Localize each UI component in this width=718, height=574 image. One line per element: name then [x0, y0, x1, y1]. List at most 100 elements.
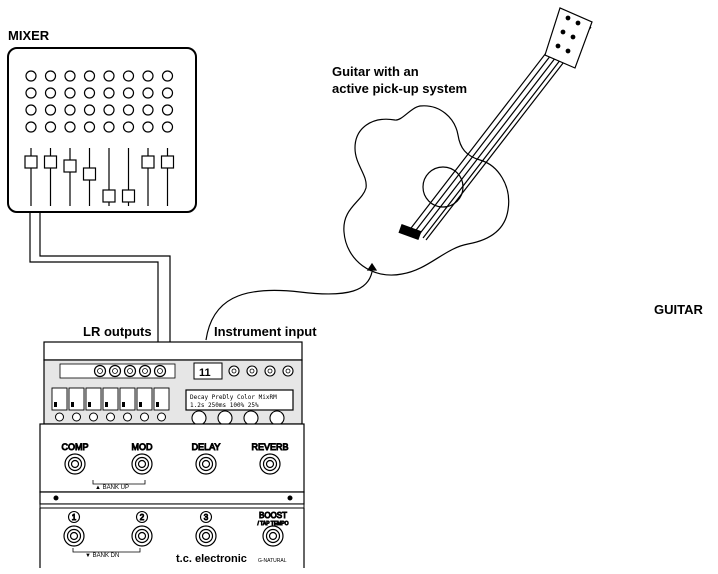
- edit-button: [243, 410, 259, 426]
- effect-knob: [106, 412, 115, 422]
- fader-cap: [160, 155, 175, 169]
- tc-electronic-pedal: 11 Decay PreDly Color MixRM 1.2s 250ms 1…: [39, 341, 305, 568]
- preset-number-ring: [135, 510, 149, 524]
- segment-display: 11: [199, 367, 211, 379]
- preset-number-ring: [67, 510, 81, 524]
- guitar-label-line-2: active pick-up system: [332, 81, 468, 96]
- mixer-knob: [161, 87, 174, 99]
- mixer-knob: [122, 121, 135, 133]
- instrument-cable: [205, 271, 373, 341]
- effect-led: [88, 402, 91, 407]
- mixer-fader-bank: [24, 148, 175, 206]
- lcd-line-1: Decay PreDly Color MixRM: [190, 394, 277, 401]
- lower-footswitch-center: [201, 531, 211, 541]
- mixer-knob: [103, 104, 115, 116]
- mixer-knob: [64, 70, 76, 82]
- mixer-knob: [44, 87, 57, 99]
- mixer-knob: [142, 121, 154, 133]
- effect-led: [105, 402, 108, 407]
- upper-switch-label: MOD: [132, 442, 153, 452]
- effect-knob: [157, 412, 166, 422]
- fader-cap: [121, 189, 136, 203]
- mixer-knob: [103, 87, 115, 99]
- fader-cap: [102, 189, 116, 203]
- lr-cables: [29, 212, 171, 342]
- mixer-knob: [161, 104, 174, 116]
- lcd-line-2: 1.2s 250ms 100% 25%: [190, 402, 259, 409]
- upper-footswitch-center: [265, 459, 275, 469]
- algorithm-knob-center: [157, 368, 163, 374]
- lcd-display: [185, 389, 294, 411]
- preset-number-ring: [199, 510, 213, 524]
- mixer-knob: [64, 87, 76, 99]
- preset-number: 2: [140, 513, 145, 522]
- lower-footswitch-center: [69, 531, 79, 541]
- mixer-knob: [25, 70, 37, 82]
- upper-switch-label: REVERB: [251, 442, 288, 452]
- fader-cap: [43, 155, 58, 169]
- bank-down-label: ▼ BANK DN: [85, 553, 119, 559]
- upper-switch-label: DELAY: [192, 442, 221, 452]
- algorithm-knob-center: [112, 368, 118, 374]
- algorithm-knob-center: [142, 368, 148, 374]
- utility-knob-center: [249, 368, 255, 374]
- mixer-knob: [25, 104, 37, 116]
- utility-knob-center: [285, 368, 291, 374]
- upper-footswitch-center: [70, 459, 80, 469]
- effect-led: [156, 402, 159, 407]
- preset-number: 1: [72, 513, 77, 522]
- effect-led: [139, 402, 142, 407]
- mixer-knob: [83, 70, 96, 82]
- effect-knob: [140, 412, 149, 422]
- mixer-knob: [122, 104, 135, 116]
- algorithm-knob-center: [127, 368, 133, 374]
- upper-footswitch-center: [201, 459, 211, 469]
- effect-knob: [72, 412, 81, 422]
- mixer-knob: [44, 70, 57, 82]
- algorithm-knob-center: [97, 368, 103, 374]
- edit-button: [269, 410, 285, 426]
- guitar-label-line-1: Guitar with an: [332, 64, 419, 79]
- acoustic-guitar: [343, 7, 593, 276]
- edit-button: [217, 410, 233, 426]
- bank-up-label: ▲ BANK UP: [95, 485, 129, 491]
- mixer-knob: [44, 104, 57, 116]
- fader-cap: [63, 159, 77, 173]
- lower-footswitch-center: [137, 531, 147, 541]
- effect-knob: [89, 412, 98, 422]
- effect-led: [122, 402, 125, 407]
- mixer-knob: [64, 121, 76, 133]
- algorithm-knobs: [93, 364, 167, 378]
- mixer-knob: [142, 104, 154, 116]
- lr-outputs-label: LR outputs: [83, 324, 152, 339]
- brand-logo: t.c. electronic: [176, 553, 247, 565]
- mixer-knob: [103, 121, 115, 133]
- fader-cap: [82, 167, 97, 181]
- mixer-knob: [25, 87, 37, 99]
- utility-knob-center: [267, 368, 273, 374]
- preset-number: 3: [204, 513, 209, 522]
- instrument-input-label: Instrument input: [214, 324, 317, 339]
- edit-buttons: [191, 410, 285, 426]
- mixer-knob: [83, 121, 96, 133]
- mixer-knob: [122, 70, 135, 82]
- mixer-knob: [142, 87, 154, 99]
- mixer-knob: [122, 87, 135, 99]
- fader-cap: [24, 155, 38, 169]
- utility-knob-center: [231, 368, 237, 374]
- mixer-knob: [25, 121, 37, 133]
- guitar-side-label: GUITAR: [654, 302, 703, 317]
- fader-cap: [141, 155, 155, 169]
- mixer-knob: [161, 121, 174, 133]
- boost-sub-label: / TAP TEMPO: [257, 521, 288, 527]
- mixer-knob: [44, 121, 57, 133]
- effect-knob: [123, 412, 132, 422]
- mixer: [7, 47, 197, 213]
- model-name: G-NATURAL: [258, 558, 287, 564]
- effect-blocks: [51, 387, 170, 422]
- mixer-knob: [161, 70, 174, 82]
- mixer-knob: [83, 104, 96, 116]
